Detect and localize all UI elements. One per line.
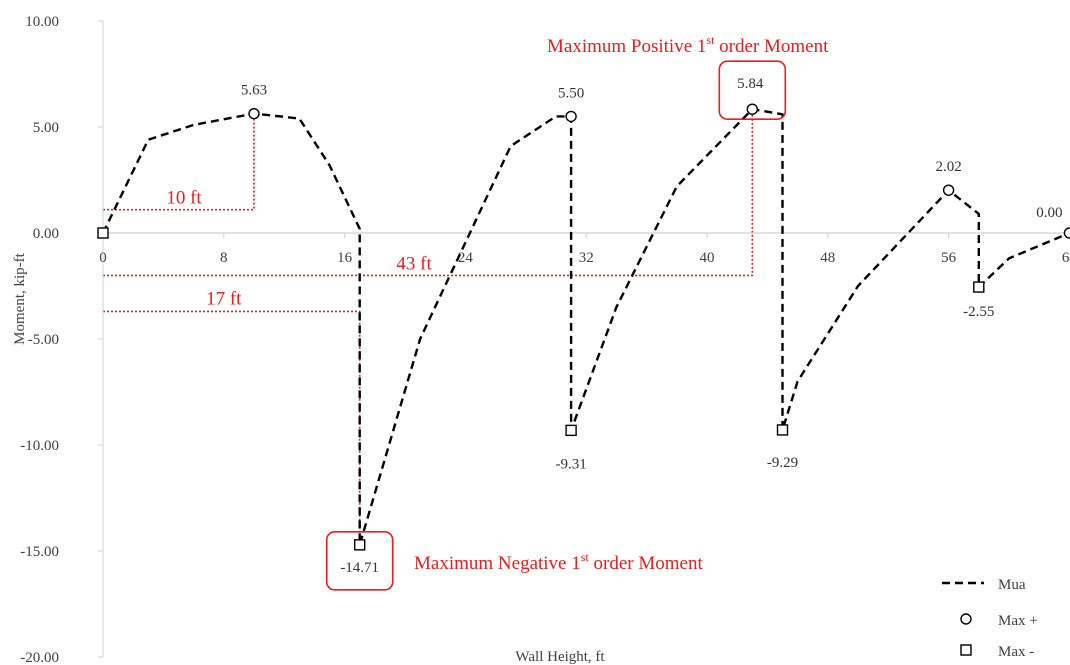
annotation-max-negative-sup: st xyxy=(581,550,590,564)
x-axis-title: Wall Height, ft xyxy=(515,649,605,665)
x-tick-label: 0 xyxy=(99,250,107,266)
y-tick-label: 5.00 xyxy=(33,120,59,136)
max-positive-highlight-box xyxy=(718,60,787,120)
x-tick-label: 8 xyxy=(220,250,228,266)
y-tick-label: -20.00 xyxy=(20,650,59,665)
legend-max-negative-swatch xyxy=(960,644,972,656)
legend-max-negative-label: Max - xyxy=(998,644,1034,660)
annotation-max-positive-sup: st xyxy=(706,33,715,47)
max-negative-point xyxy=(973,281,985,293)
legend-max-positive-swatch xyxy=(960,613,972,625)
annotation-max-positive: Maximum Positive 1st order Moment xyxy=(547,33,829,57)
max-negative-label: -14.71 xyxy=(340,560,379,576)
y-axis-title: Moment, kip-ft xyxy=(12,252,28,344)
max-negative-point xyxy=(354,539,366,551)
axes: 10.00 5.00 0.00 -5.00 -10.00 -15.00 -20.00 0 8 16… xyxy=(12,14,1070,665)
y-tick-label: -15.00 xyxy=(20,544,59,560)
max-negative-highlight-box xyxy=(325,531,394,591)
y-tick-label: -10.00 xyxy=(20,438,59,454)
max-positive-point xyxy=(248,107,260,120)
max-negative-point xyxy=(97,227,109,239)
max-positive-label: 2.02 xyxy=(935,159,961,175)
series-layer xyxy=(101,107,1070,547)
max-positive-label: 5.84 xyxy=(737,76,764,92)
max-negative-label: -2.55 xyxy=(963,304,994,320)
guide-lines xyxy=(103,109,754,545)
markers-layer xyxy=(97,103,1070,551)
annotation-max-negative-rest: order Moment xyxy=(589,553,704,574)
max-positive-point xyxy=(942,184,955,196)
guide-label-43ft: 43 ft xyxy=(396,253,432,274)
x-tick-label: 64 xyxy=(1062,250,1070,266)
annotation-max-positive-main: Maximum Positive 1 xyxy=(547,36,706,57)
x-tick-label: 32 xyxy=(579,250,594,266)
guide-label-17ft: 17 ft xyxy=(206,288,242,309)
x-tick-label: 48 xyxy=(820,250,835,266)
guide-label-10ft: 10 ft xyxy=(166,188,202,209)
y-tick-label: -5.00 xyxy=(28,332,59,348)
max-negative-label: -9.29 xyxy=(767,455,798,471)
x-tick-label: 56 xyxy=(941,250,957,266)
labels-layer: 5.63 5.50 5.84 2.02 0.00 -14.71 -9.31 -9.29 -2.5… xyxy=(241,76,1063,576)
max-negative-point xyxy=(565,424,577,437)
max-positive-label: 5.50 xyxy=(558,85,584,101)
max-positive-point xyxy=(746,103,758,115)
x-tick-label: 16 xyxy=(337,250,353,266)
annotation-max-negative-main: Maximum Negative 1 xyxy=(414,553,581,574)
annotation-max-positive-rest: order Moment xyxy=(714,36,829,57)
x-tick-label: 40 xyxy=(700,250,715,266)
max-positive-label: 0.00 xyxy=(1036,205,1062,221)
max-positive-label: 5.63 xyxy=(241,83,267,99)
max-negative-point xyxy=(776,424,789,436)
y-tick-label: 0.00 xyxy=(33,226,59,242)
y-tick-label: 10.00 xyxy=(25,14,59,30)
max-positive-point xyxy=(565,110,577,123)
x-tick-label: 24 xyxy=(458,250,474,266)
max-positive-point xyxy=(1063,227,1070,239)
guide-line-17ft xyxy=(103,310,361,545)
legend-max-positive-label: Max + xyxy=(998,613,1038,629)
guide-line-43ft xyxy=(103,109,754,277)
max-negative-label: -9.31 xyxy=(555,456,586,472)
series-mua-line xyxy=(101,107,1070,547)
annotation-max-negative: Maximum Negative 1st order Moment xyxy=(414,550,703,574)
legend-mua-label: Mua xyxy=(998,577,1026,593)
